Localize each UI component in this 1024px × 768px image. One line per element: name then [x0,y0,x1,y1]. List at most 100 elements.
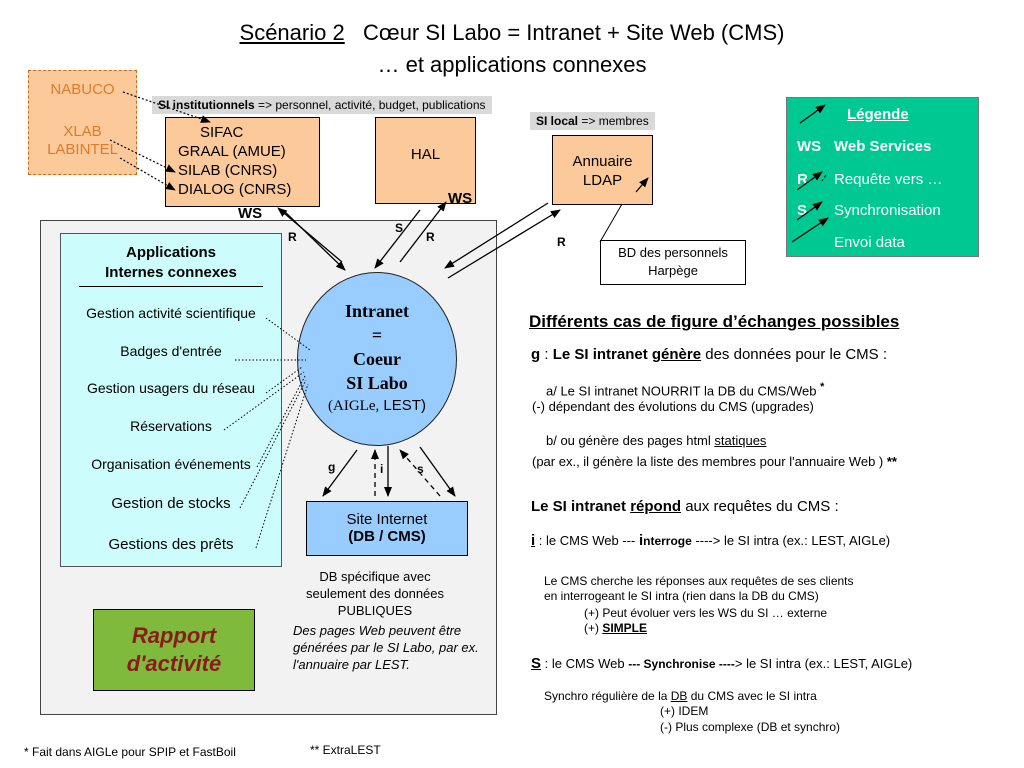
a-text: a/ Le SI intranet NOURRIT la DB du CMS/W… [546,383,817,399]
page-subtitle: … et applications connexes [377,52,647,77]
s-pre: : le CMS Web [541,656,629,671]
intranet-lest: LEST) [379,397,426,414]
dotted-labintel-arrow [119,157,176,191]
dotted-app-1 [265,317,311,351]
label-s: s [417,462,424,476]
legend-title: Légende [847,106,909,123]
legend-arrow-r [796,171,823,191]
hal-box: HAL [375,117,476,204]
legend-desc-s: Synchronisation [834,202,941,219]
legend-key-r: R [797,171,808,188]
a-star: * [820,381,825,393]
external-item-nabuco: NABUCO [50,81,115,98]
repond-bold-u: répond [630,498,682,515]
dotted-app-6 [239,379,307,509]
apps-title-divider [79,286,263,287]
plus2-pre: (+) [584,621,603,635]
app-item-evenements: Organisation événements [91,456,251,472]
intranet-aigle: (AIGLe, [328,398,380,414]
legend-desc-data: Envoi data [834,234,905,251]
synchro-u: DB [670,689,688,703]
b-u: statiques [714,433,767,448]
i-big: i [638,532,644,549]
footnote-left: * Fait dans AIGLe pour SPIP et FastBoil [24,745,236,759]
idem-line: (+) IDEM [660,704,709,718]
intranet-line-1: Intranet [345,301,409,321]
app-item-stocks: Gestion de stocks [111,495,231,512]
arrow-ldap-to-intranet [444,202,549,269]
a-sub: (-) dépendant des évolutions du CMS (upg… [532,399,814,414]
g-colon: : [540,346,553,363]
app-item-badges: Badges d'entrée [120,343,222,359]
legend-arrow-title [799,104,826,124]
label-i: i [380,462,384,476]
i-line: i : le CMS Web --- interroge ----> le SI… [531,532,890,549]
label-r-hal: R [426,230,435,244]
legend-arrow-data [791,217,829,243]
apps-internes-box: Applications Internes connexes Gestion a… [60,233,282,567]
s-key: S [531,655,542,672]
g-key: g [531,346,541,363]
arrow-s-up-dashed [399,449,441,497]
rapport-line-1: Rapport [131,623,217,648]
arrow-g [322,449,358,497]
annuaire-ldap-box: Annuaire LDAP [552,135,653,205]
apps-title-2: Internes connexes [105,264,237,281]
annuaire-line-2: LDAP [582,172,623,189]
db-line-1: DB spécifique avec [319,569,431,584]
right-heading: Différents cas de figure d’échanges poss… [529,312,900,331]
rapport-activite-box: Rapport d'activité [93,609,255,691]
s-post: > le SI intra (ex.: LEST, AIGLe) [734,656,913,671]
intranet-line-2: = [371,325,383,345]
bd-line-2: Harpège [648,263,698,278]
cms-cherche-1: Le CMS cherche les réponses aux requêtes… [544,574,854,588]
dotted-app-7 [255,383,309,549]
db-line-2: seulement des données [305,586,445,601]
si-institutionnels-banner: SI institutionnels => personnel, activit… [152,96,492,114]
s-bold: --- Synchronise ---- [628,657,735,671]
dotted-app-4 [223,371,305,431]
legend-key-ws: WS [797,138,822,155]
pages-line-1: Des pages Web peuvent être [293,623,462,638]
site-line-1: Site Internet [346,511,428,528]
arrow-hal-to-intranet [374,209,421,269]
app-item-reservations: Réservations [130,418,212,434]
g-bold-a: Le SI intranet [552,346,652,363]
bd-personnels-box: BD des personnels Harpège [600,240,746,285]
repond-rest: aux requêtes du CMS : [681,498,839,515]
apps-title-1: Applications [125,244,216,261]
plus2-u: SIMPLE [602,621,648,635]
a-line: a/ Le SI intranet NOURRIT la DB du CMS/W… [546,381,824,398]
app-item-activite: Gestion activité scientifique [86,305,256,321]
bd-to-ldap-line [599,203,623,243]
si-inst-bold: SI institutionnels [158,98,255,112]
repond-bold-a: Le SI intranet [531,498,631,515]
b-sub-line: (par ex., il génère la liste des membres… [532,454,897,469]
synchro-line: Synchro régulière de la DB du CMS avec l… [544,689,817,703]
si-local-banner: SI local => membres [530,112,655,130]
cms-cherche: Le CMS cherche les réponses aux requêtes… [544,574,854,604]
i-bold: nterroge [643,534,692,548]
legend-desc-ws: Web Services [834,138,932,155]
sifac-line-4: DIALOG (CNRS) [178,181,292,198]
synchro-pre: Synchro régulière de la [544,689,671,703]
external-apps-box: NABUCO XLAB LABINTEL [28,70,137,175]
db-line-3: PUBLIQUES [337,603,413,618]
synchro-post: du CMS avec le SI intra [687,689,817,703]
dotted-nabuco-arrow [122,91,211,123]
pages-web-note: Des pages Web peuvent être générées par … [293,622,503,673]
legend-arrow-s [796,201,823,221]
intranet-line-4: SI Labo [346,373,408,393]
si-local-rest: => membres [578,114,649,128]
arrow-sifac-to-intranet [282,209,346,271]
s-line: S : le CMS Web --- Synchronise ----> le … [531,655,912,672]
b-star: ** [886,454,897,469]
title-scenario: Scénario 2 [239,20,345,45]
annuaire-line-1: Annuaire [572,153,633,170]
si-local-bold: SI local [536,114,579,128]
app-item-prets: Gestions des prêts [108,536,234,553]
arrow-intranet-to-sifac [277,207,343,263]
label-r-sifac: R [288,230,297,244]
intranet-line-5: (AIGLe, LEST) [298,397,456,415]
